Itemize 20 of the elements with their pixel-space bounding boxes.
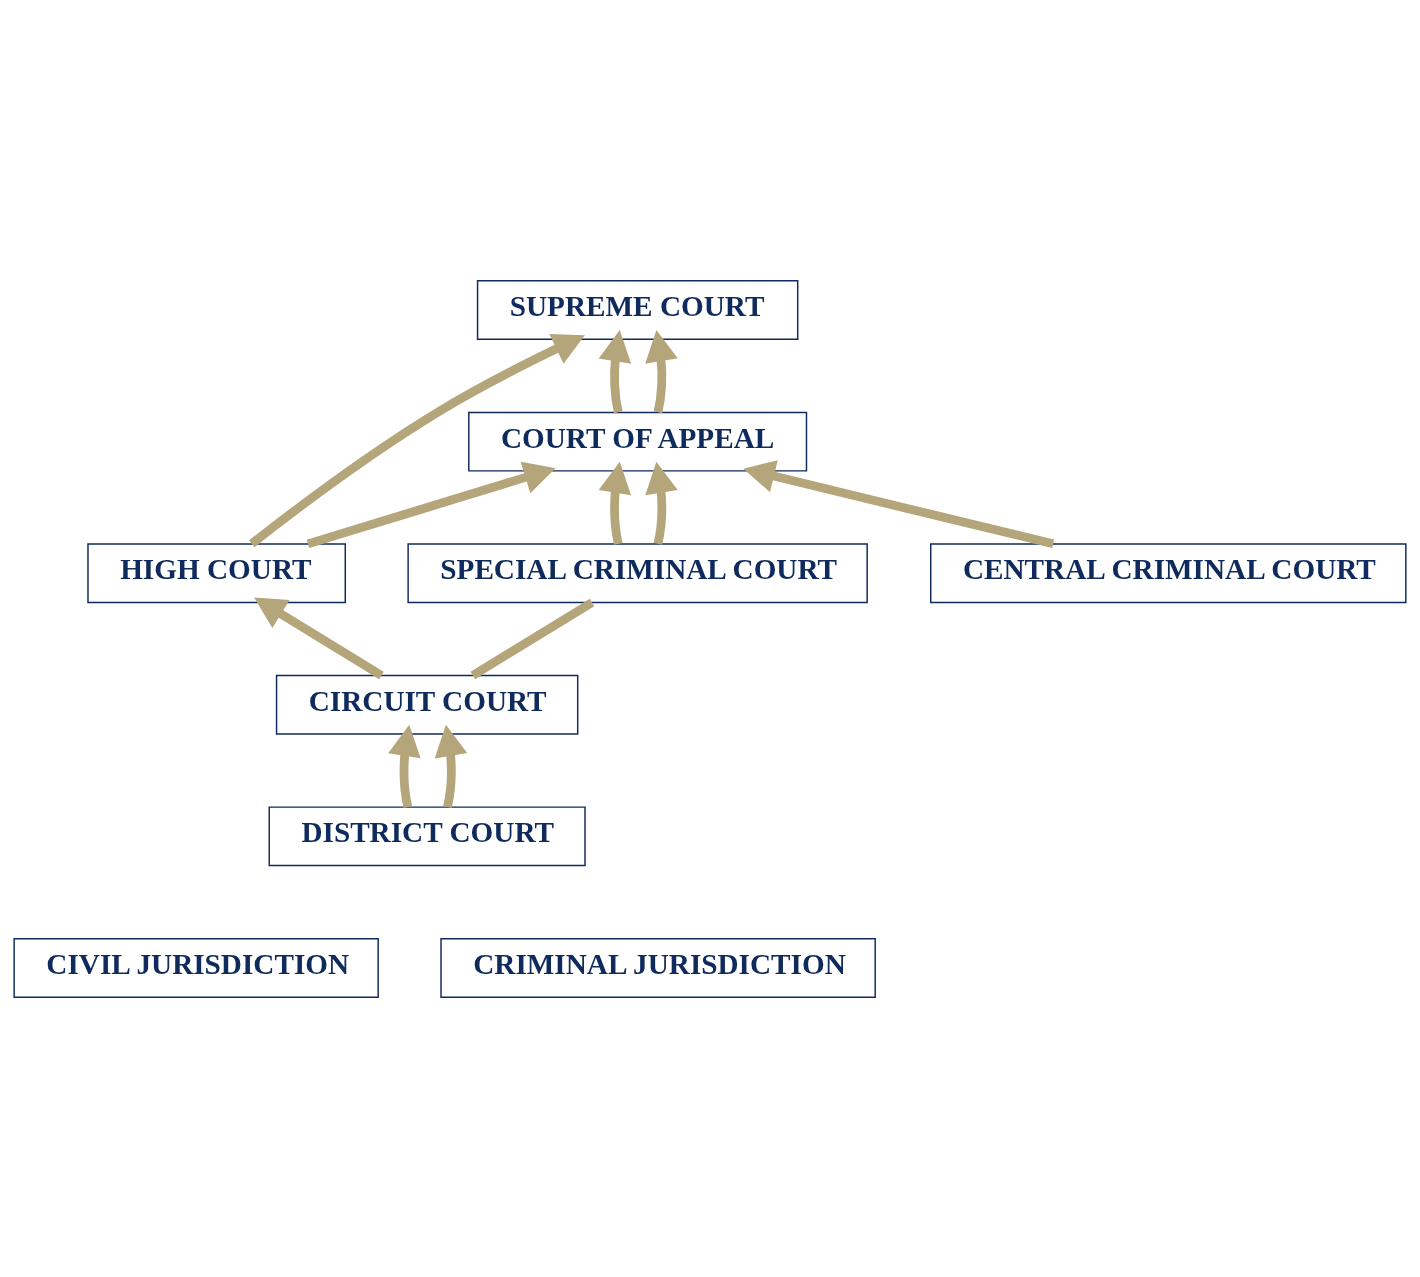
arrow xyxy=(306,461,556,548)
node-box: DISTRICT COURT xyxy=(268,805,586,866)
arrow xyxy=(743,459,1055,548)
node-box: CIRCUIT COURT xyxy=(275,674,579,735)
node-box: CENTRAL CRIMINAL COURT xyxy=(930,542,1407,603)
arrow xyxy=(598,329,632,413)
arrow xyxy=(645,329,678,413)
node-box: CIVIL JURISDICTION xyxy=(13,937,379,998)
node-box: HIGH COURT xyxy=(87,542,346,603)
node-box: SPECIAL CRIMINAL COURT xyxy=(407,542,868,603)
node-box: CRIMINAL JURISDICTION xyxy=(440,937,876,998)
node-box: SUPREME COURT xyxy=(476,279,799,340)
connector xyxy=(470,598,595,679)
arrow xyxy=(434,724,468,808)
arrow xyxy=(254,597,384,679)
arrow xyxy=(388,724,421,808)
arrow xyxy=(645,461,678,545)
arrow xyxy=(249,333,585,547)
arrow xyxy=(598,461,632,545)
node-box: COURT OF APPEAL xyxy=(468,411,808,472)
